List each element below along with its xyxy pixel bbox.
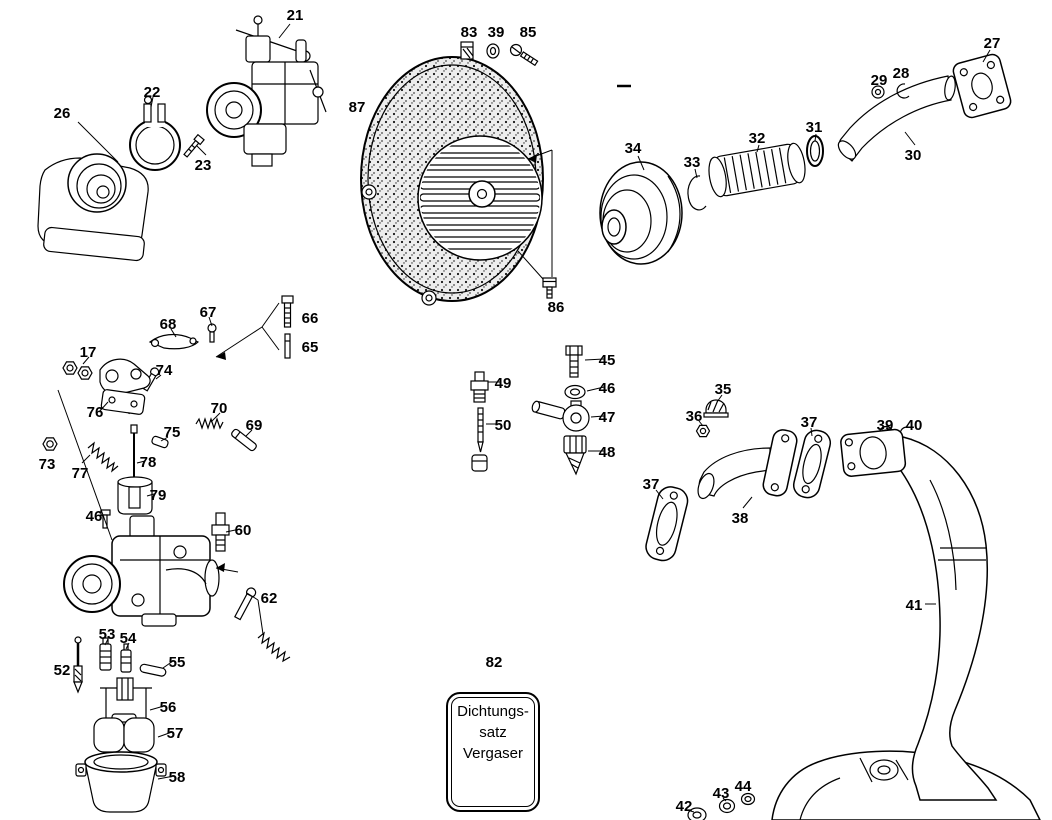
part-28-clip bbox=[896, 83, 910, 99]
part-34-cone bbox=[599, 161, 683, 265]
part-75-sleeve bbox=[151, 435, 169, 449]
gasket-box-line-2: satz bbox=[479, 724, 507, 741]
part-56-float-bracket bbox=[100, 677, 152, 724]
gasket-box-line-3: Vergaser bbox=[462, 745, 524, 762]
part-muffler-body bbox=[771, 750, 1041, 820]
part-46-washer-mid bbox=[564, 384, 586, 400]
part-27-flange bbox=[952, 53, 1012, 119]
part-43-ring bbox=[718, 798, 736, 814]
part-67-screw bbox=[207, 323, 217, 343]
part-22-clamp bbox=[129, 95, 181, 171]
part-44-ring bbox=[740, 792, 756, 806]
part-83-bushing bbox=[460, 41, 474, 60]
part-37-gasket-upper bbox=[792, 429, 832, 499]
part-54-jet bbox=[120, 643, 132, 673]
part-38-elbow bbox=[697, 429, 798, 500]
part-73-nut bbox=[42, 437, 58, 451]
part-carburetor-body bbox=[63, 515, 220, 627]
part-76-lever-assembly bbox=[99, 358, 151, 415]
part-68-lever bbox=[148, 333, 200, 350]
part-26-air-filter bbox=[37, 153, 149, 262]
part-21-carburetor bbox=[206, 15, 327, 167]
part-60-valve bbox=[211, 512, 230, 552]
part-47-banjo bbox=[531, 400, 590, 432]
part-66-screw bbox=[281, 295, 294, 328]
part-69-pin bbox=[231, 428, 257, 452]
part-31-ring bbox=[806, 135, 824, 167]
part-57-float bbox=[93, 713, 155, 753]
part-58-float-bowl bbox=[75, 751, 167, 813]
part-39-washer-top bbox=[486, 43, 500, 59]
part-36-nut bbox=[695, 424, 711, 438]
gasket-set-box: Dichtungs- satz Vergaser bbox=[446, 692, 540, 812]
gasket-box-line-1: Dichtungs- bbox=[457, 703, 529, 720]
part-23-screw bbox=[183, 133, 205, 158]
part-37-gasket-lower bbox=[645, 486, 689, 562]
part-77-spring bbox=[87, 441, 119, 473]
part-65-pin bbox=[284, 333, 291, 359]
part-70-spring bbox=[195, 417, 224, 430]
part-45-bolt bbox=[565, 345, 583, 378]
part-32-sleeve bbox=[708, 142, 806, 198]
part-29-washer bbox=[871, 85, 885, 99]
part-55-pin bbox=[139, 663, 167, 677]
part-52-needle bbox=[73, 636, 83, 694]
part-50-needle bbox=[471, 407, 488, 472]
part-87-fan-cover bbox=[360, 56, 544, 306]
part-17-nuts bbox=[62, 361, 93, 380]
part-35-cap-nut bbox=[703, 399, 729, 418]
part-53-jet bbox=[99, 637, 112, 671]
part-78-needle bbox=[130, 424, 138, 478]
part-33-circlip bbox=[687, 175, 707, 211]
part-48-valve bbox=[563, 435, 587, 476]
part-79-slide bbox=[117, 476, 153, 515]
leader-lines bbox=[57, 23, 991, 813]
part-86-bolt bbox=[542, 277, 557, 299]
part-49-jet bbox=[470, 371, 489, 403]
part-42-ring bbox=[687, 807, 707, 820]
part-30-exhaust-pipe bbox=[837, 75, 956, 162]
part-41-intake-pipe bbox=[840, 428, 998, 801]
part-85-screw-top bbox=[509, 43, 539, 67]
